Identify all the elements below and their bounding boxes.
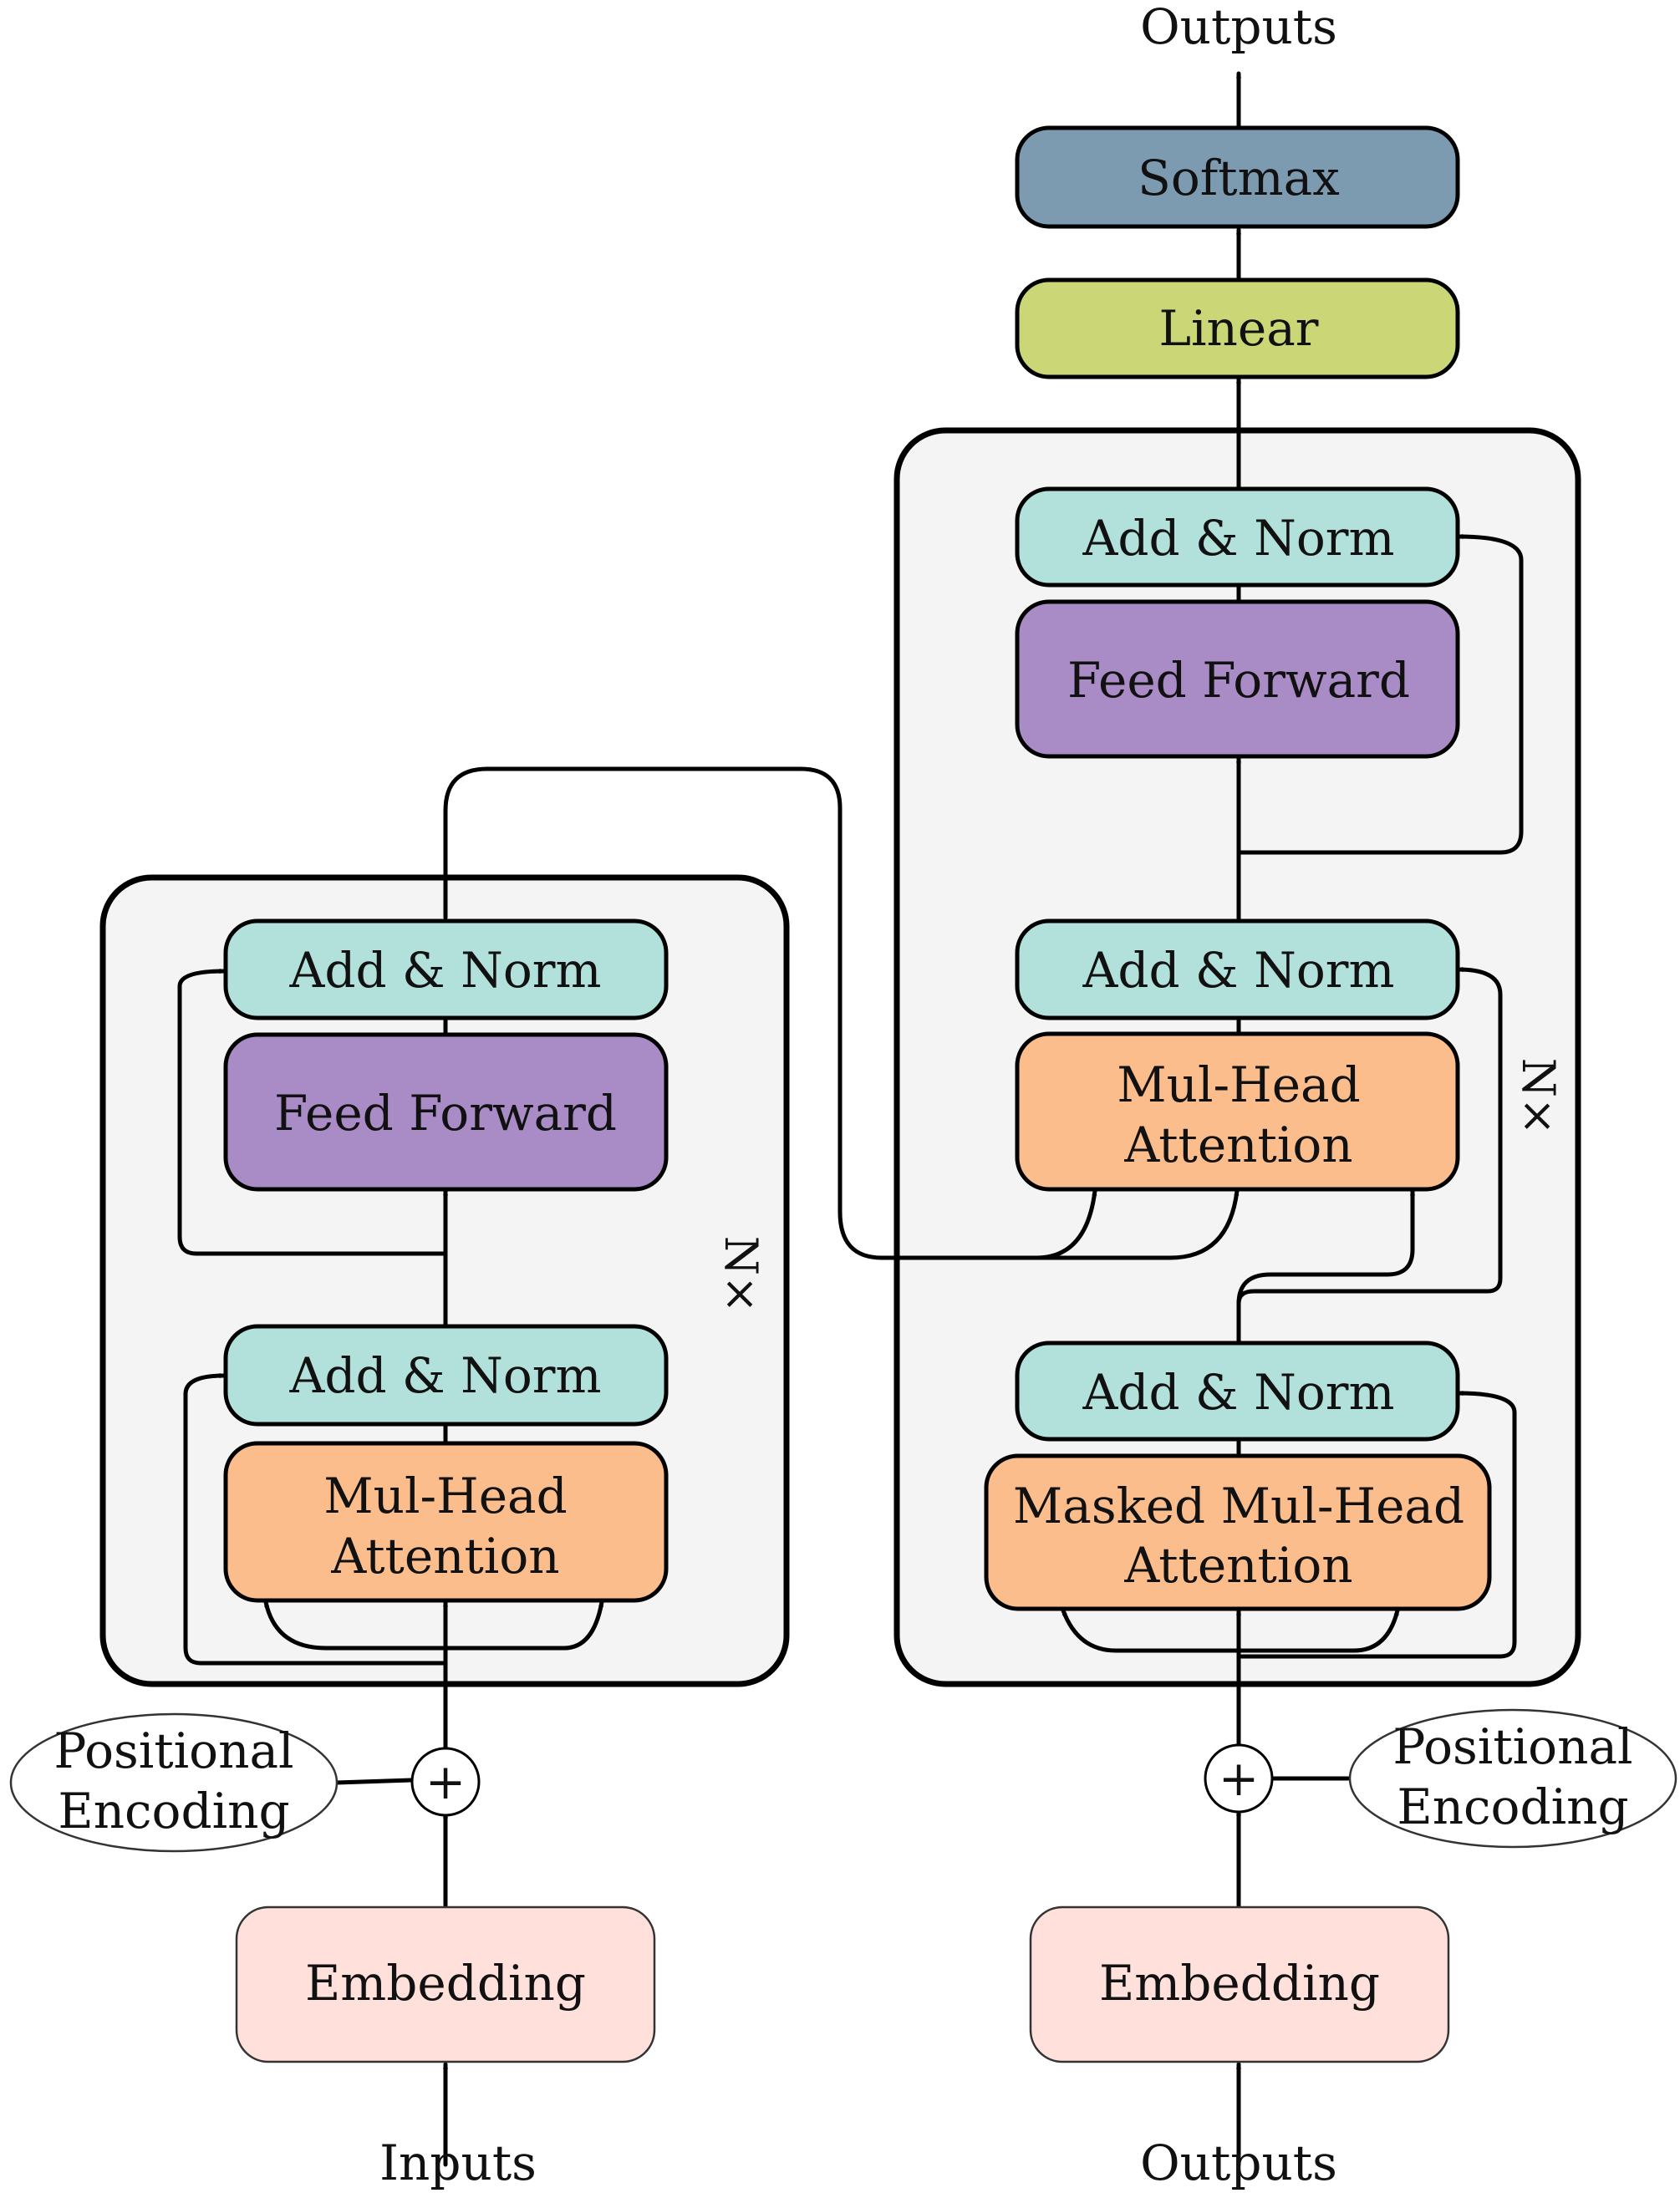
decoder-add-norm-bottom-label: Add & Norm [1082,1364,1394,1421]
arrow-encoder-residual-2 [177,968,448,1256]
encoder-feed-forward: Feed Forward [223,1032,669,1192]
decoder-masked-attention-label-line2: Attention [1123,1537,1352,1594]
decoder-embedding: Embedding [1029,1905,1450,2063]
decoder-add-norm-bottom: Add & Norm [1015,1341,1460,1442]
line-positional-to-plus [334,1778,414,1785]
encoder-positional-label-line1: Positional [53,1722,293,1779]
encoder-attention-label-line1: Mul-Head [323,1468,568,1524]
decoder-feed-forward: Feed Forward [1015,599,1460,759]
decoder-cross-attention-label-line1: Mul-Head [1117,1056,1361,1113]
softmax-block: Softmax [1015,125,1460,229]
encoder-repeat-label: N× [715,1236,767,1314]
encoder-add-norm-top: Add & Norm [223,918,669,1020]
encoder-add-norm-bottom-label: Add & Norm [288,1347,601,1404]
encoder-multi-head-attention: Mul-Head Attention [223,1441,669,1603]
linear-block: Linear [1015,277,1460,379]
arrow-decoder-residual-1 [1236,1390,1517,1659]
arrow-masked-input-left [1061,1608,1241,1653]
encoder-attention-label-line2: Attention [330,1528,559,1585]
decoder-cross-attention: Mul-Head Attention [1015,1031,1460,1192]
decoder-plus-symbol: + [1219,1750,1260,1807]
final-outputs-label: Outputs [1140,0,1337,55]
arrow-decoder-residual-3 [1236,533,1524,855]
arrow-decoder-norm-to-cross-attention [1236,1188,1416,1344]
encoder-positional-label-line2: Encoding [58,1783,289,1839]
encoder-add-norm-top-label: Add & Norm [288,942,601,999]
decoder-add-norm-top: Add & Norm [1015,486,1460,588]
encoder-plus-symbol: + [425,1753,466,1810]
decoder-add-norm-middle: Add & Norm [1015,918,1460,1020]
arrow-encoder-output-to-decoder-k [1000,1188,1240,1260]
decoder-positional-label-line1: Positional [1392,1718,1632,1775]
decoder-positional-label-line2: Encoding [1397,1778,1628,1835]
connection-lines [177,71,1524,2167]
arrow-masked-input-right [1236,1608,1400,1653]
encoder-plus-node: + [410,1747,481,1817]
encoder-feed-forward-label: Feed Forward [274,1085,617,1142]
encoder-add-norm-bottom: Add & Norm [223,1324,669,1427]
arrow-attention-input-left [263,1600,448,1651]
decoder-feed-forward-label: Feed Forward [1067,652,1410,709]
encoder-positional-encoding: Positional Encoding [9,1712,339,1853]
softmax-label: Softmax [1138,150,1340,206]
arrow-decoder-residual-2 [1236,966,1503,1306]
decoder-add-norm-top-label: Add & Norm [1082,510,1394,567]
linear-label: Linear [1158,300,1318,357]
decoder-cross-attention-label-line2: Attention [1123,1117,1352,1173]
decoder-plus-node: + [1204,1743,1274,1814]
arrow-attention-input-right [443,1600,604,1651]
decoder-masked-attention: Masked Mul-Head Attention [984,1453,1492,1611]
inputs-label: Inputs [379,2134,537,2191]
decoder-outputs-input-label: Outputs [1140,2134,1337,2191]
decoder-embedding-label: Embedding [1099,1955,1380,2012]
decoder-add-norm-middle-label: Add & Norm [1082,942,1394,999]
decoder-masked-attention-label-line1: Masked Mul-Head [1013,1478,1464,1534]
encoder-embedding: Embedding [235,1905,656,2063]
arrow-encoder-output-to-decoder [443,766,1097,1260]
arrow-encoder-residual-1 [183,1372,448,1666]
decoder-repeat-label: N× [1512,1058,1565,1136]
encoder-embedding-label: Embedding [305,1955,586,2012]
decoder-positional-encoding: Positional Encoding [1348,1708,1677,1849]
